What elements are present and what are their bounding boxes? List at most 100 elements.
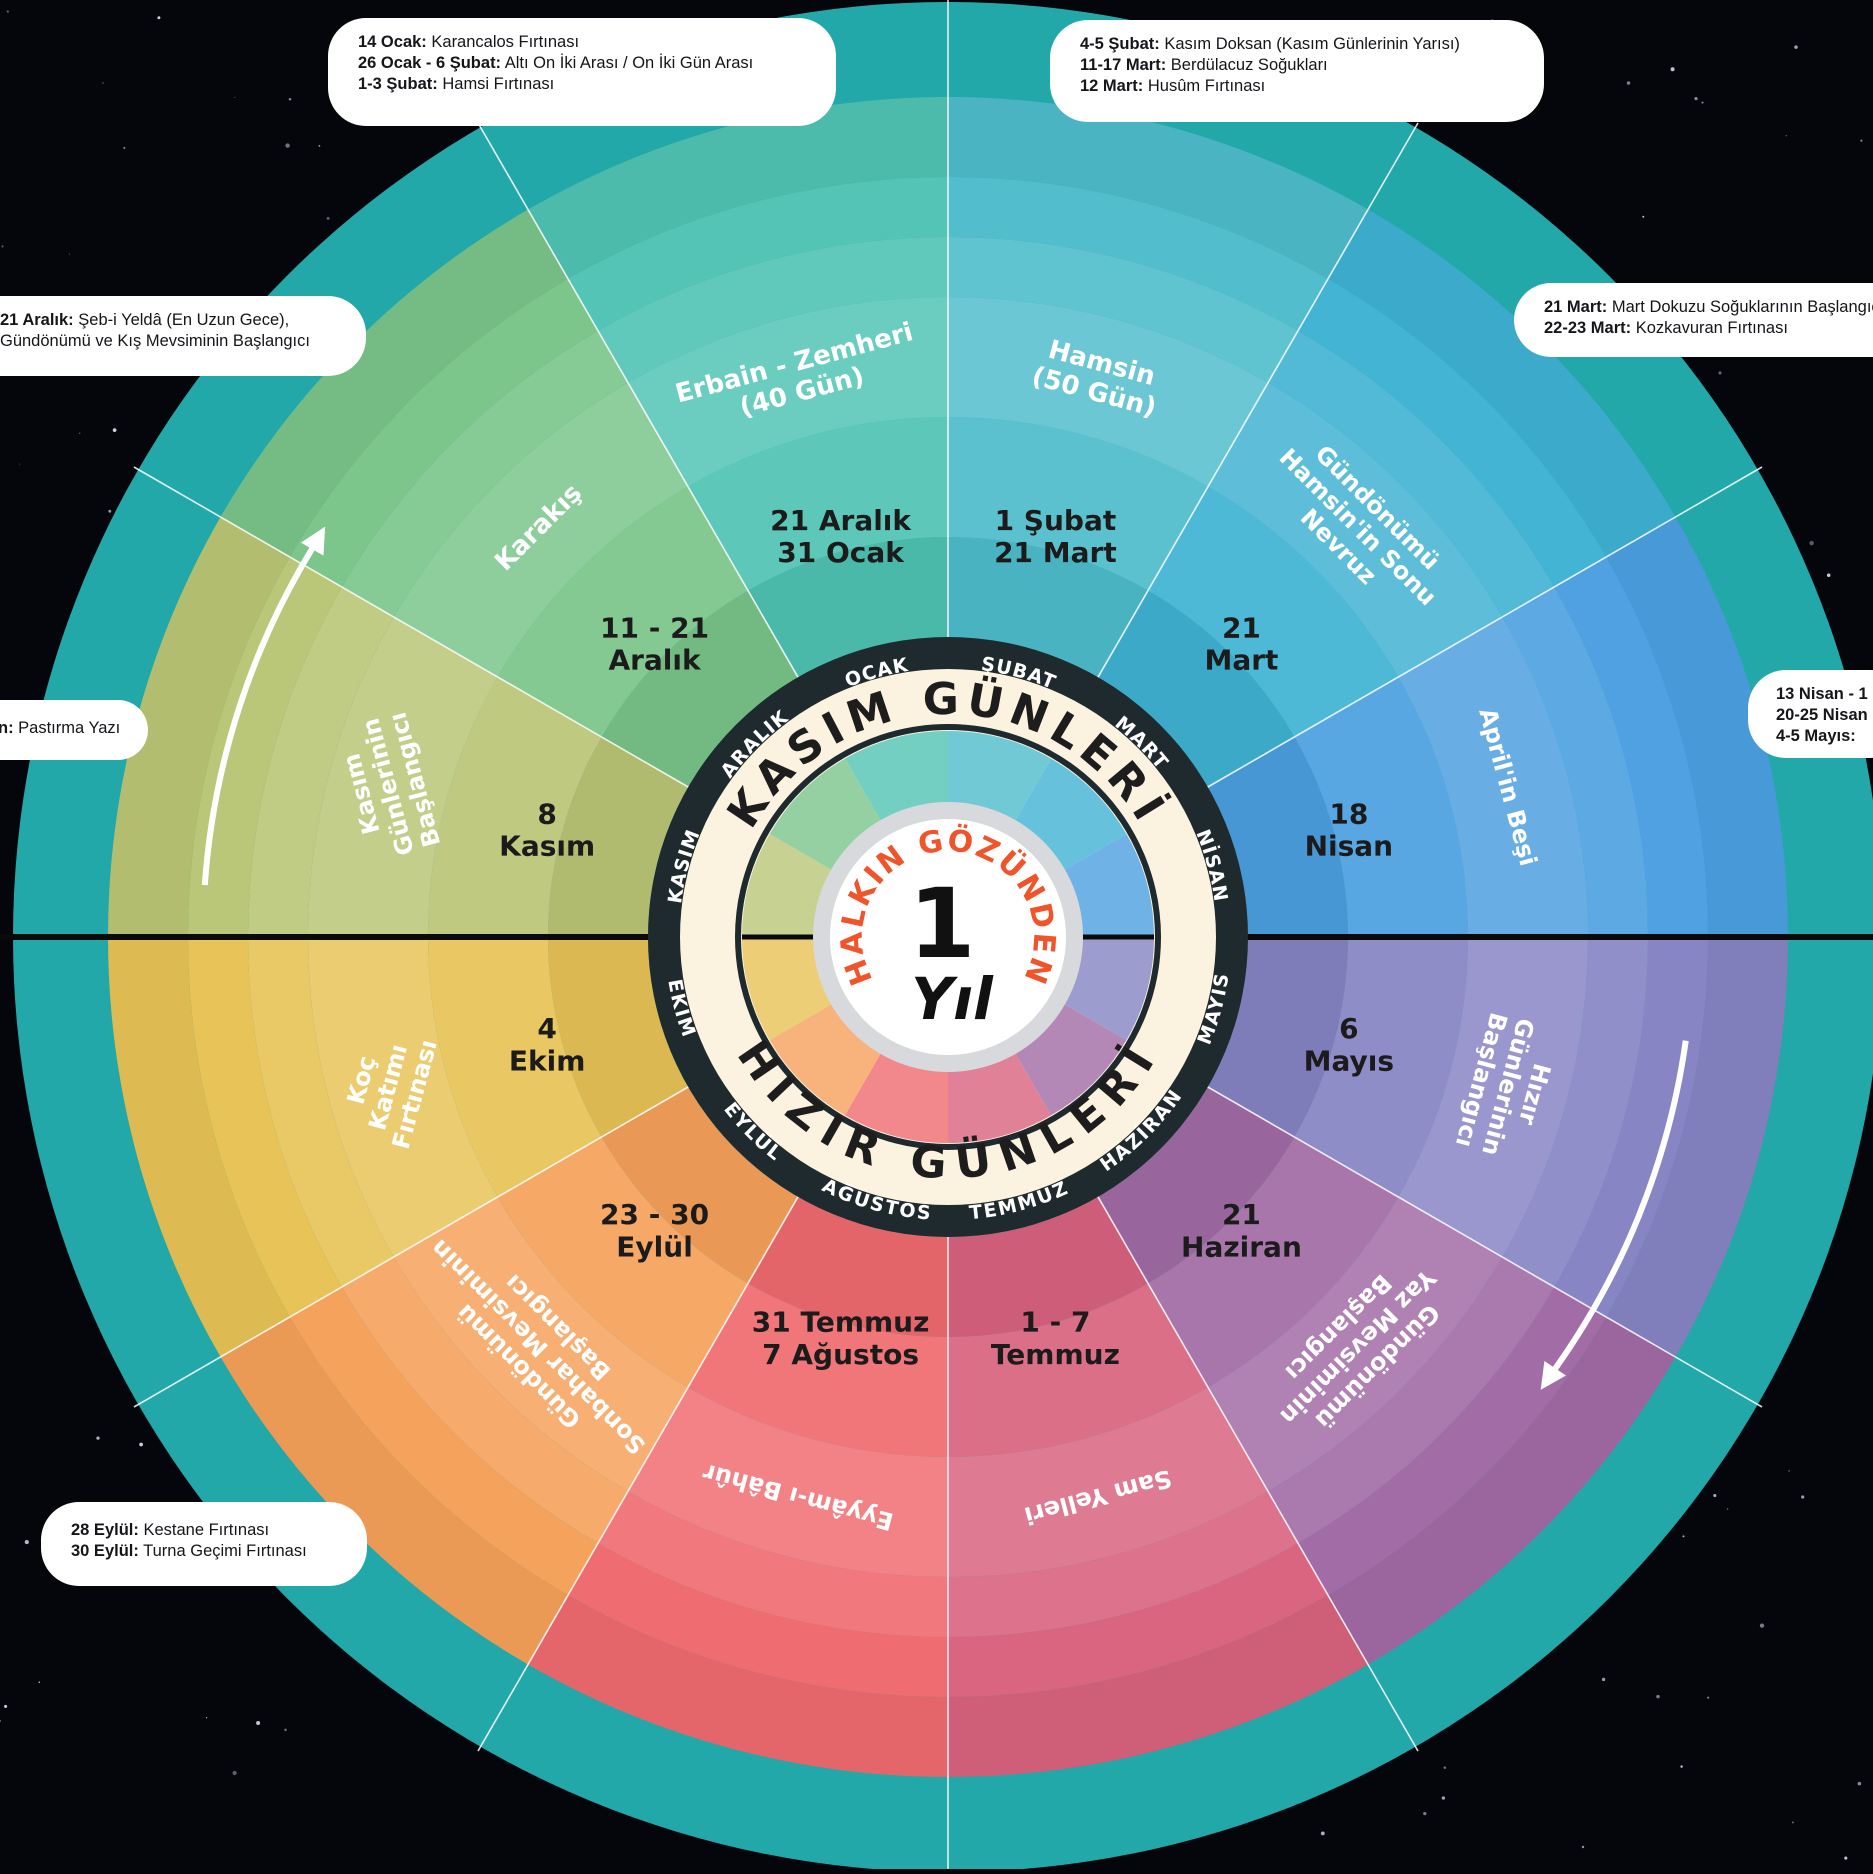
star [1801,1495,1805,1499]
sector-band [1328,1317,1676,1665]
note-line: 13 Nisan - 1 [1776,684,1873,705]
star [1759,1623,1765,1628]
star [1423,1811,1427,1816]
star [284,1728,287,1732]
note-line: 20-25 Nisan [1776,705,1873,726]
sector-band [548,737,689,937]
star [256,1721,261,1725]
sector-band [948,237,1298,383]
sector-band [1328,209,1676,557]
divider-line [1097,122,1419,678]
label-line: Mayıs [1304,1044,1394,1077]
sector-band [497,486,748,737]
sector-band [497,1137,748,1388]
label-line: Eylül [616,1230,693,1263]
label-line: 7 Ağustos [762,1338,919,1371]
sector-band [1098,1087,1295,1284]
star [38,1681,41,1683]
note-date: 26 Ocak - 6 Şubat: [358,54,502,72]
label-line: 4 [537,1012,556,1045]
label-line: 23 - 30 [600,1198,709,1231]
sector-band [1502,937,1648,1287]
star [1707,1696,1710,1699]
sector-band [548,937,689,1137]
note-text: Kozkavuran Fırtınası [1631,319,1788,337]
star [318,145,321,147]
note-left-middle: n: Pastırma Yazı [0,700,148,760]
note-date: 22-23 Mart: [1544,319,1632,337]
star [1791,1821,1794,1824]
sector-band [948,1196,1148,1337]
sector-band [601,590,798,787]
sector-band [341,330,628,617]
star [139,1442,143,1447]
label-line: 1 - 7 [1020,1306,1090,1339]
sector-band [108,937,290,1357]
note-top-right: 4-5 Şubat: Kasım Doksan (Kasım Günlerini… [1050,20,1544,122]
star [108,509,112,513]
divider-line [477,122,799,678]
label-line: 31 Ocak [777,536,905,569]
sector-band [948,1543,1328,1697]
note-text: Berdülacuz Soğukları [1166,56,1328,74]
star [1320,1831,1325,1836]
sector-band [248,587,394,937]
star [1443,1766,1447,1769]
sector-band [1148,486,1399,737]
sector-band [598,237,948,383]
star [1713,1493,1717,1498]
label-line: 21 Mart [994,536,1117,569]
divider-line [1207,466,1763,788]
sector-band [1606,517,1788,937]
direction-arrows [201,526,1689,1390]
arrow-down-line [1548,1040,1689,1377]
sector-band [308,937,498,1257]
label-line: Ekim [509,1044,586,1077]
label-line: 1 Şubat [995,504,1117,537]
sector-band [948,537,1148,678]
sector-band [1554,557,1708,937]
note-text: Hamsi Fırtınası [437,75,555,93]
note-date: 1-3 Şubat: [358,75,438,93]
star [1680,1765,1683,1768]
star [123,146,126,149]
note-line: 4-5 Şubat: Kasım Doksan (Kasım Günlerini… [1080,34,1514,55]
sector-band [688,1283,948,1457]
star [68,253,70,255]
sector-band [108,517,290,937]
star [19,463,21,465]
star [1,245,4,248]
note-date: 20-25 Nisan [1776,706,1868,724]
sector-band [948,297,1268,487]
star [1826,573,1831,577]
label-line: 21 [1222,611,1261,644]
label-line: Nisan [1305,829,1394,862]
note-date: 4-5 Mayıs: [1776,727,1856,745]
sector-band [188,937,342,1317]
star [285,143,290,148]
sector-band [1207,737,1348,937]
sector-band [289,278,598,587]
sector-band [628,297,948,487]
sector-band [1606,937,1788,1357]
star [326,216,330,220]
sector-band [528,97,948,279]
note-line: 22-23 Mart: Kozkavuran Fırtınası [1544,318,1873,339]
sector-band [948,1387,1268,1577]
sector-band [601,1087,798,1284]
sector-band [948,1283,1208,1457]
sector-band [1554,937,1708,1317]
star [1581,1845,1585,1849]
sector-band [948,97,1368,279]
star [0,1719,2,1722]
note-date: 30 Eylül: [71,1542,139,1560]
note-date: 11-17 Mart: [1080,56,1167,74]
sector-band [1294,937,1468,1197]
note-line: 4-5 Mayıs: [1776,726,1873,747]
star [1727,1508,1729,1510]
center-ring-border [735,724,1161,1150]
